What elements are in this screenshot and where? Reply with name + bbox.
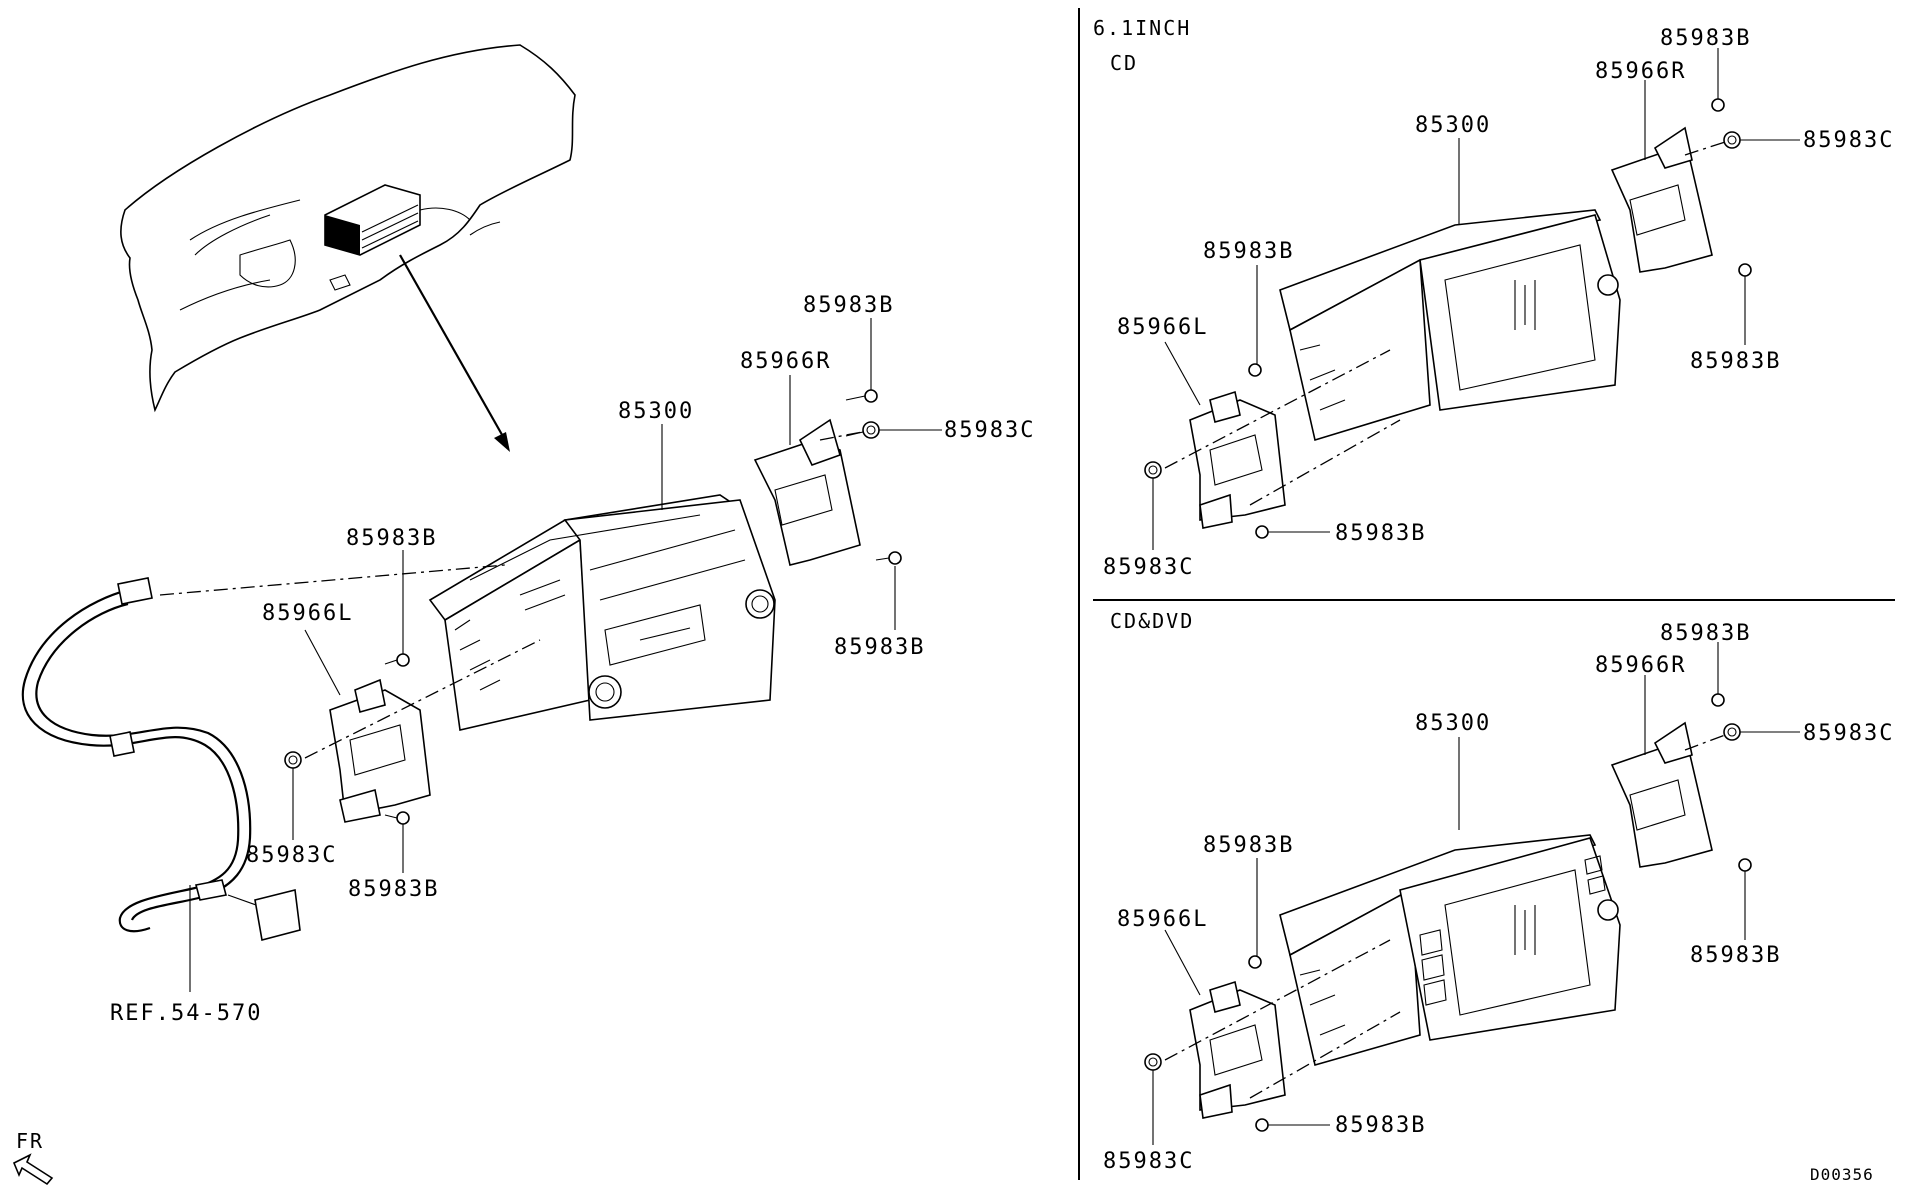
cd-bracket-left (1189, 390, 1286, 529)
location-arrow-head (494, 432, 510, 452)
dvd-screw-b-left-bot-label: 85983B (1335, 1113, 1426, 1138)
screw-b-icon (1738, 858, 1752, 872)
section-title-cddvd: CD&DVD (1110, 609, 1194, 633)
cd-bracket-l-label: 85966L (1117, 315, 1208, 340)
screw-b-icon (1248, 363, 1262, 377)
drawing-code: D00356 (1810, 1165, 1874, 1184)
leader-line (1164, 929, 1201, 996)
cd-centerline (1164, 349, 1391, 469)
screw-c-icon (1723, 723, 1741, 741)
cd-bracket-r-label: 85966R (1595, 59, 1686, 84)
main-centerline (304, 639, 541, 759)
dvd-bracket-l-label: 85966L (1117, 907, 1208, 932)
cd-screw-c-right-label: 85983C (1803, 128, 1894, 153)
harness-ref-label: REF.54-570 (110, 1001, 262, 1026)
cd-centerline (1684, 141, 1726, 156)
main-centerline (819, 431, 863, 441)
screw-c-icon (1723, 131, 1741, 149)
screw-b-icon (1255, 1118, 1269, 1132)
screw-b-icon (1711, 98, 1725, 112)
cd-unit-label: 85300 (1415, 113, 1491, 138)
wiring-harness (21, 577, 301, 941)
screw-c-icon (1144, 1053, 1162, 1071)
dashboard-illustration (120, 44, 576, 452)
dvd-screws (1144, 693, 1752, 1132)
main-bracket-l-label: 85966L (262, 601, 353, 626)
screw-c-icon (845, 421, 880, 439)
front-marker-label: FR (16, 1129, 44, 1153)
dvd-head-unit (1279, 834, 1621, 1067)
dvd-centerline (1164, 939, 1391, 1061)
cd-screw-b-top-label: 85983B (1660, 26, 1751, 51)
cd-bracket-right (1610, 126, 1713, 273)
main-bracket-right (753, 418, 861, 566)
screw-b-icon (1255, 525, 1269, 539)
dvd-screw-b-top-label: 85983B (1660, 621, 1751, 646)
screw-c-icon (1144, 461, 1162, 479)
screw-b-icon (875, 551, 902, 565)
main-unit-label: 85300 (618, 399, 694, 424)
main-screw-b-left-top-label: 85983B (346, 526, 437, 551)
screw-b-icon (845, 389, 878, 403)
location-arrow (399, 254, 506, 441)
section-title-cd: CD (1110, 51, 1138, 75)
leader-line (304, 629, 341, 696)
cd-head-unit (1279, 209, 1621, 442)
dash-head-unit (324, 184, 421, 256)
screw-b-icon (384, 653, 410, 667)
front-arrow-icon (12, 1153, 54, 1186)
screw-b-icon (384, 811, 410, 825)
dvd-bracket-right (1610, 721, 1713, 868)
main-screw-c-right-label: 85983C (944, 418, 1035, 443)
main-head-unit (428, 494, 776, 731)
main-bracket-left (329, 678, 431, 823)
main-screw-b-top-label: 85983B (803, 293, 894, 318)
dvd-unit-label: 85300 (1415, 711, 1491, 736)
leader-line (1164, 341, 1201, 406)
cd-centerline (1249, 419, 1401, 506)
main-centerline (159, 564, 506, 596)
screw-b-icon (1711, 693, 1725, 707)
dvd-screw-b-left-top-label: 85983B (1203, 833, 1294, 858)
dvd-screw-c-right-label: 85983C (1803, 721, 1894, 746)
screw-b-icon (1248, 955, 1262, 969)
main-bracket-r-label: 85966R (740, 349, 831, 374)
dvd-bracket-left (1189, 980, 1286, 1119)
screw-b-icon (1738, 263, 1752, 277)
cd-screw-c-left-label: 85983C (1103, 555, 1194, 580)
cd-screw-b-left-top-label: 85983B (1203, 239, 1294, 264)
cd-screw-b-left-bot-label: 85983B (1335, 521, 1426, 546)
dvd-centerline (1249, 1011, 1401, 1099)
section-title-inch: 6.1INCH (1093, 16, 1191, 40)
main-screws (284, 389, 902, 825)
dvd-bracket-r-label: 85966R (1595, 653, 1686, 678)
dvd-centerline (1684, 734, 1726, 751)
screw-c-icon (284, 751, 302, 769)
dvd-screw-c-left-label: 85983C (1103, 1149, 1194, 1174)
cd-screw-b-right-label: 85983B (1690, 349, 1781, 374)
main-screw-b-right-label: 85983B (834, 635, 925, 660)
dvd-screw-b-right-label: 85983B (1690, 943, 1781, 968)
main-screw-b-left-bot-label: 85983B (348, 877, 439, 902)
main-screw-c-left-label: 85983C (246, 843, 337, 868)
